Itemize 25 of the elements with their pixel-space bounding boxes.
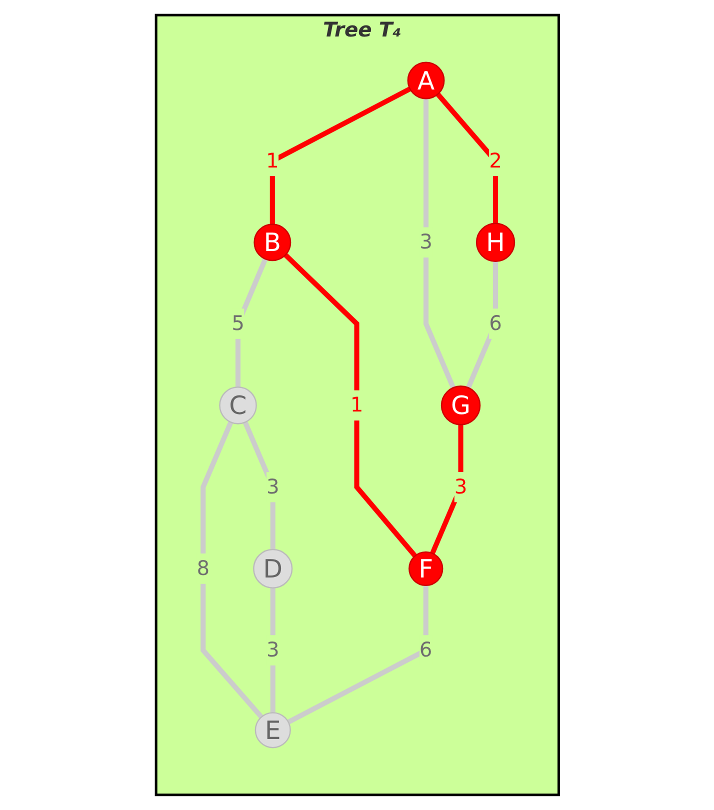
node-circle: A: [406, 62, 444, 100]
edge-label: 6: [419, 638, 432, 662]
node-circle: C: [218, 386, 256, 424]
connector: [200, 421, 263, 719]
edge-label: 5: [231, 311, 244, 336]
connector: [436, 92, 498, 224]
node-circle: H: [476, 222, 515, 262]
edge-label: 8: [196, 556, 210, 580]
edge-label: 1: [266, 148, 278, 172]
node-circle: G: [440, 386, 480, 426]
edge-label: 3: [454, 474, 467, 498]
edge-label: 3: [266, 474, 279, 498]
node-circle: E: [254, 712, 290, 748]
connector: [286, 585, 428, 724]
node-circle: B: [253, 224, 291, 262]
edge-label: 3: [266, 638, 279, 662]
connector: [269, 86, 411, 224]
edge-label: 2: [488, 148, 502, 172]
edge-label: 6: [488, 311, 502, 336]
connector: [423, 98, 456, 389]
edge-label: 3: [419, 230, 432, 254]
node-circle: F: [408, 551, 443, 586]
node-circle: D: [252, 548, 292, 588]
edge-label: 1: [350, 392, 363, 417]
connector: [283, 253, 417, 558]
